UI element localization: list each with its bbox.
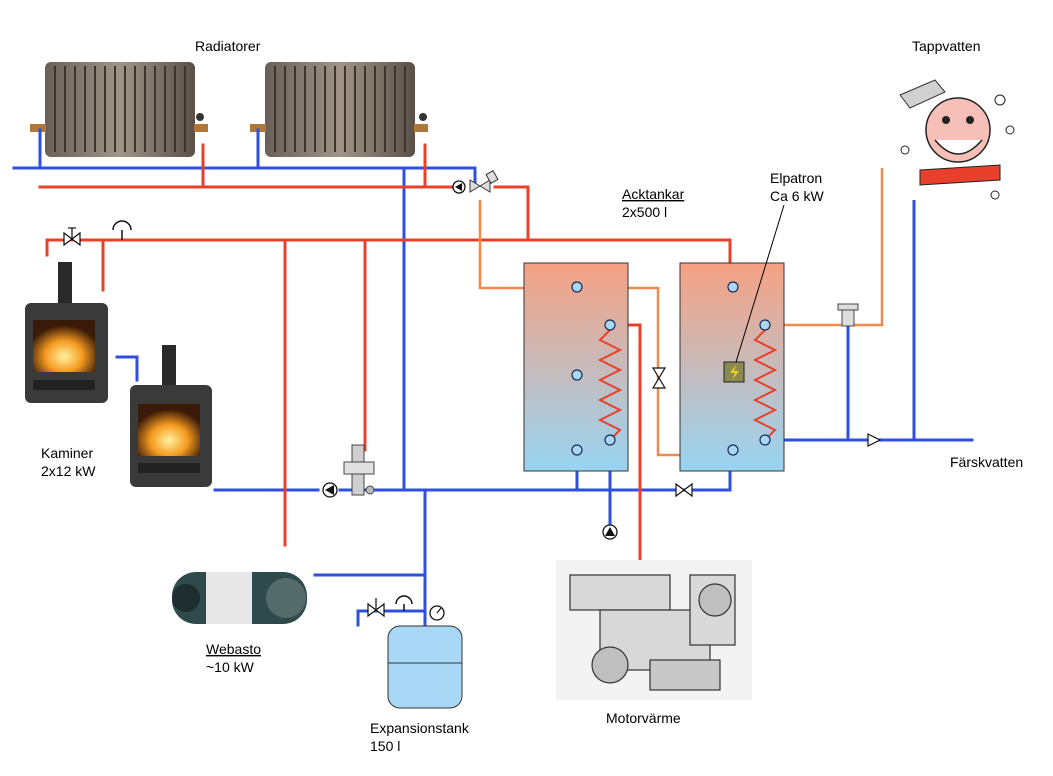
tank-ports [571,281,771,456]
tanks-label: Acktankar [622,186,685,202]
shutoff-valve-icon [675,482,693,498]
mixing-valve-icon [469,169,499,193]
thermostatic-valve-icon [343,444,375,496]
radiators-label: Radiatorer [195,38,261,54]
shower-illustration [888,70,1023,200]
safety-valve-icon [63,227,81,247]
manometer-icon [429,605,445,621]
webasto-heater [172,572,307,624]
heater-power-label: Ca 6 kW [770,188,824,204]
heater-label: Elpatron [770,170,822,186]
safety-valve-icon [367,598,385,618]
pressure-gauge-icon [112,220,132,240]
pump-icon [322,482,338,498]
stoves-power-label: 2x12 kW [41,463,96,479]
check-valve-icon [867,433,882,447]
engine-heat-label: Motorvärme [606,710,681,726]
radiator-left [30,62,208,157]
marine-engine [556,560,752,700]
fresh-water-label: Färskvatten [950,454,1023,470]
expansion-tank [387,625,463,709]
radiator-right [250,62,428,157]
wood-stove-2 [130,345,212,487]
stoves-label: Kaminer [41,445,93,461]
webasto-power-label: ~10 kW [206,659,255,675]
wood-stove-1 [25,262,108,403]
hot-water-label: Tappvatten [912,38,981,54]
pressure-gauge-icon [395,595,413,611]
webasto-label: Webasto [206,641,261,657]
pump-icon [602,524,618,540]
tanks-volume-label: 2x500 l [622,204,667,220]
expansion-tank-volume-label: 150 l [370,738,400,754]
mixing-valve-icon [837,303,859,327]
expansion-tank-label: Expansionstank [370,720,470,736]
pump-icon [452,180,466,194]
check-valve-icon [651,367,667,389]
cold-pipes [12,128,974,627]
accumulator-tank-right [679,204,785,472]
